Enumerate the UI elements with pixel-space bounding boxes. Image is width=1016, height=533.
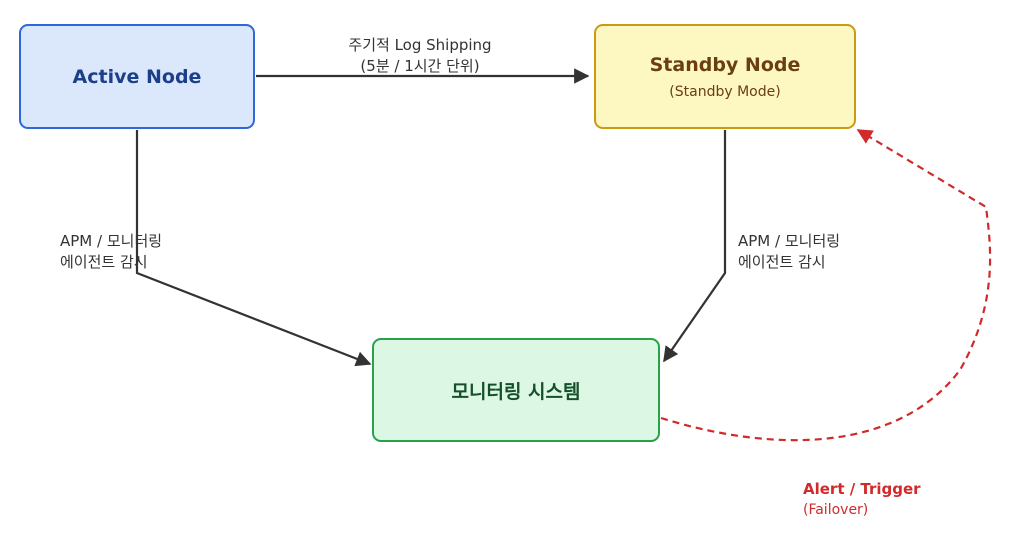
monitoring-system-node: 모니터링 시스템: [372, 338, 660, 442]
apm-right-label-line2: 에이전트 감시: [738, 253, 826, 271]
alert-trigger-subtitle: (Failover): [803, 502, 869, 518]
standby-node: Standby Node (Standby Mode): [594, 24, 856, 129]
active-node-title: Active Node: [72, 65, 202, 88]
apm-right-label: APM / 모니터링 에이전트 감시: [738, 231, 840, 273]
alert-trigger-title: Alert / Trigger: [803, 480, 921, 498]
active-node: Active Node: [19, 24, 255, 129]
apm-right-label-line1: APM / 모니터링: [738, 232, 841, 250]
log-shipping-label-line1: 주기적 Log Shipping: [348, 36, 492, 54]
apm-left-label-line1: APM / 모니터링: [60, 232, 163, 250]
log-shipping-label-line2: (5분 / 1시간 단위): [360, 57, 480, 75]
alert-trigger-arrow: [660, 129, 992, 442]
apm-left-arrow: [135, 130, 372, 367]
log-shipping-label: 주기적 Log Shipping (5분 / 1시간 단위): [310, 35, 530, 77]
standby-node-subtitle: (Standby Mode): [669, 83, 781, 100]
apm-left-label: APM / 모니터링 에이전트 감시: [60, 231, 162, 273]
monitoring-system-title: 모니터링 시스템: [451, 380, 581, 403]
apm-right-arrow: [663, 130, 727, 363]
alert-trigger-label: Alert / Trigger (Failover): [803, 479, 921, 521]
apm-left-label-line2: 에이전트 감시: [60, 253, 148, 271]
standby-node-title: Standby Node: [649, 53, 801, 76]
